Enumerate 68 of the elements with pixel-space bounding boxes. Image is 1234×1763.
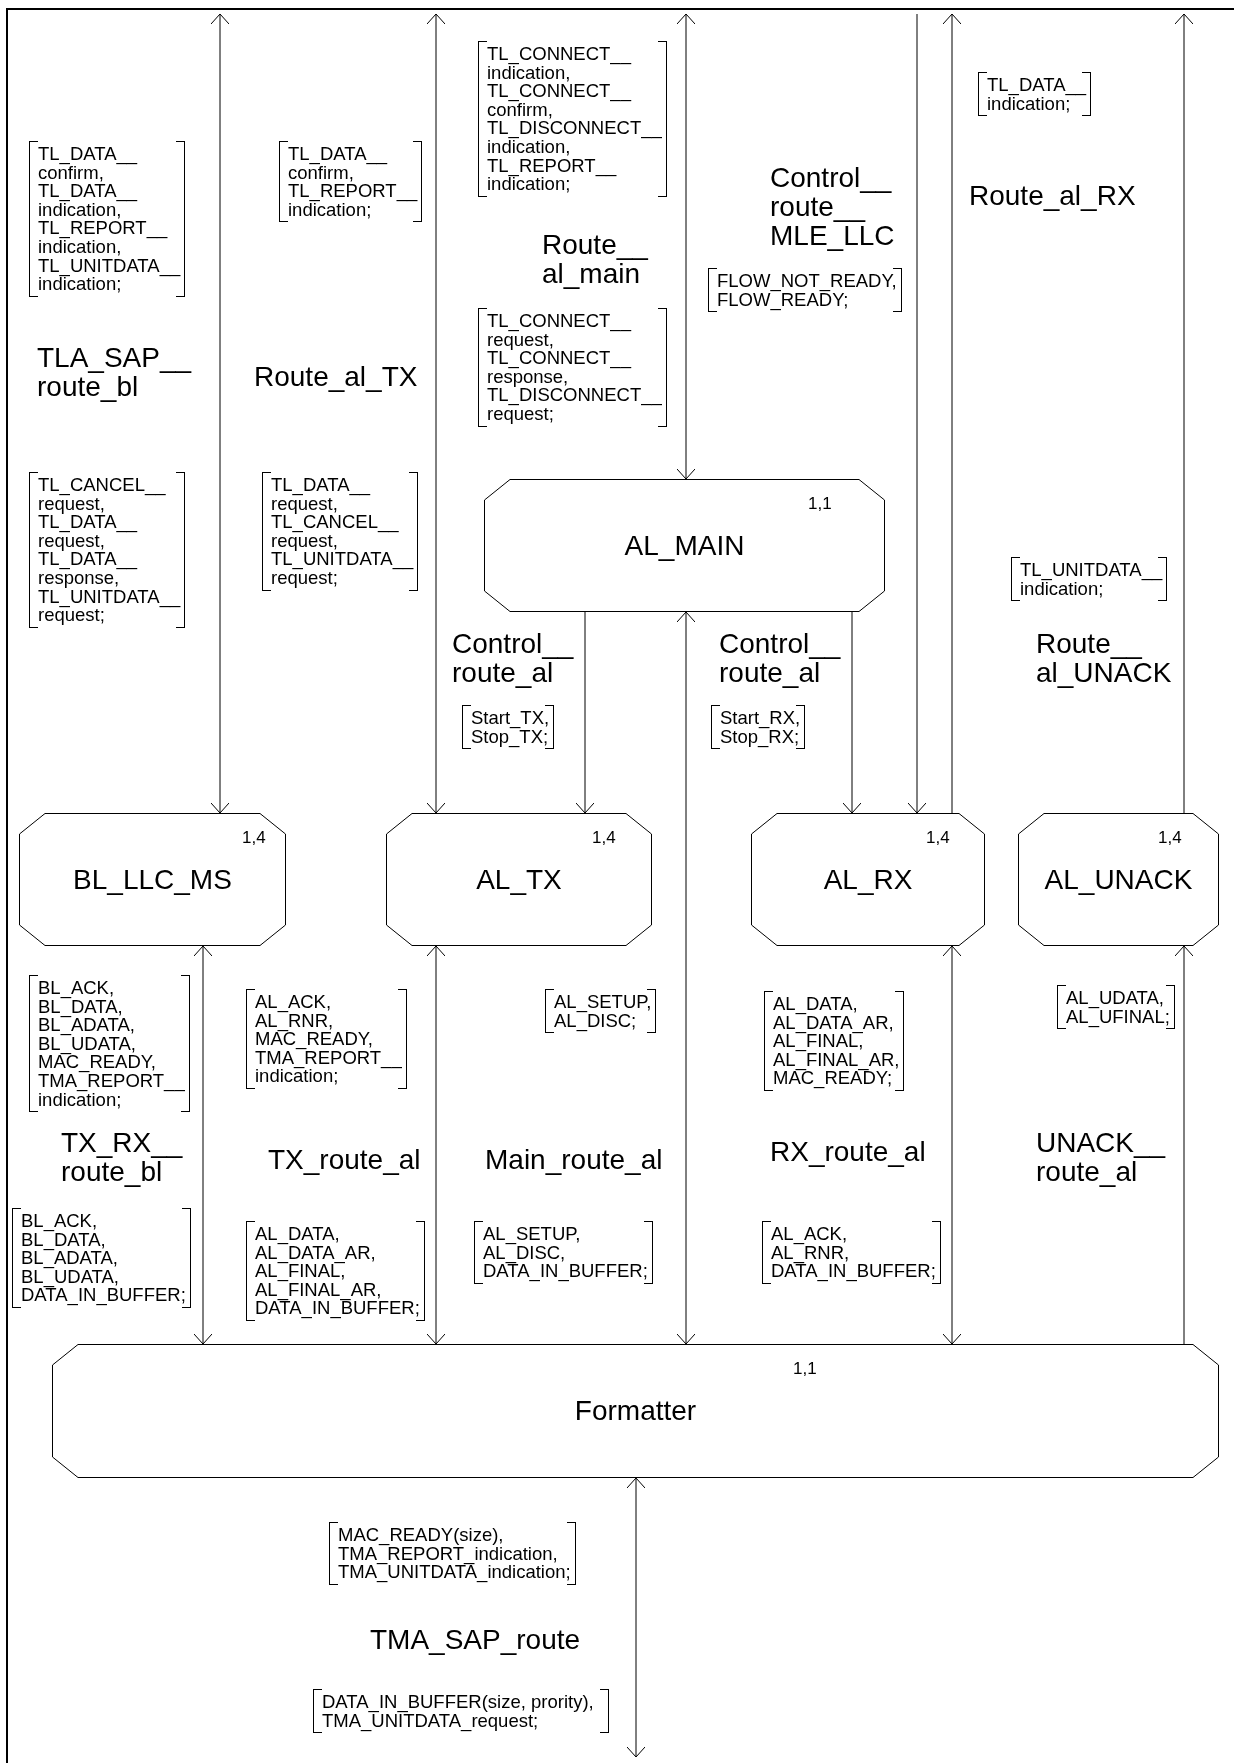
arrow — [676, 611, 696, 1345]
block-name: AL_MAIN — [624, 530, 745, 561]
signal-list: FLOW_NOT_READY, FLOW_READY; — [708, 268, 902, 313]
route-name: TX_RX__ route_bl — [61, 1128, 183, 1186]
block-name: AL_TX — [476, 864, 562, 895]
process-block — [52, 1344, 1219, 1478]
signal-list: TL_CONNECT__ request, TL_CONNECT__ response, TL_DISCONNECT__ request; — [478, 308, 667, 427]
route-name: Main_route_al — [485, 1145, 663, 1174]
instance-count: 1,4 — [592, 829, 616, 847]
instance-count: 1,1 — [808, 495, 832, 513]
signal-list: DATA_IN_BUFFER(size, prority), TMA_UNITDATA_request; — [313, 1689, 609, 1734]
route-name: Route__ al_main — [542, 230, 648, 288]
arrow — [193, 945, 213, 1345]
block-name: Formatter — [574, 1396, 697, 1426]
arrow — [426, 945, 446, 1345]
process-block — [484, 479, 885, 612]
signal-list: BL_ACK, BL_DATA, BL_ADATA, BL_UDATA, DATA_IN_BUFFER; — [12, 1208, 191, 1308]
signal-list: AL_UDATA, AL_UFINAL; — [1057, 985, 1175, 1030]
route-name: UNACK__ route_al — [1036, 1128, 1166, 1186]
arrow — [942, 13, 962, 814]
arrow — [942, 945, 962, 1345]
instance-count: 1,4 — [926, 829, 950, 847]
route-name: TMA_SAP_route — [370, 1625, 581, 1654]
process-block — [19, 813, 286, 946]
signal-list: AL_DATA, AL_DATA_AR, AL_FINAL, AL_FINAL_AR, MAC_READY; — [764, 991, 905, 1091]
block-name: AL_UNACK — [1044, 864, 1193, 895]
arrow — [575, 611, 595, 814]
route-name: TLA_SAP__ route_bl — [37, 343, 192, 401]
signal-list: TL_DATA__ confirm, TL_REPORT__ indication; — [279, 141, 423, 223]
block-name: BL_LLC_MS — [73, 864, 232, 895]
signal-list: AL_SETUP, AL_DISC, DATA_IN_BUFFER; — [474, 1221, 653, 1284]
signal-list: BL_ACK, BL_DATA, BL_ADATA, BL_UDATA, MAC_READY, TMA_REPORT__ indication; — [29, 975, 190, 1113]
signal-list: Start_TX, Stop_TX; — [462, 705, 555, 750]
instance-count: 1,4 — [1158, 829, 1182, 847]
instance-count: 1,1 — [793, 1360, 817, 1378]
route-name: RX_route_al — [770, 1137, 926, 1166]
arrow — [1174, 945, 1194, 1345]
signal-list: TL_DATA__ confirm, TL_DATA__ indication, TL_REPORT__ indication, TL_UNITDATA__ indication; — [29, 141, 186, 297]
process-block — [751, 813, 985, 946]
instance-count: 1,4 — [242, 829, 266, 847]
signal-list: MAC_READY(size), TMA_REPORT_indication, TMA_UNITDATA_indication; — [329, 1522, 576, 1585]
signal-list: TL_DATA__ request, TL_CANCEL__ request, TL_UNITDATA__ request; — [262, 472, 419, 591]
signal-list: TL_UNITDATA__ indication; — [1011, 557, 1168, 602]
route-name: Control__ route_al — [452, 629, 574, 687]
route-name: TX_route_al — [268, 1145, 421, 1174]
arrow — [210, 13, 230, 814]
arrow — [1174, 13, 1194, 814]
process-block — [1018, 813, 1219, 946]
process-block — [386, 813, 652, 946]
signal-list: AL_ACK, AL_RNR, MAC_READY, TMA_REPORT__ indication; — [246, 989, 407, 1089]
signal-list: AL_DATA, AL_DATA_AR, AL_FINAL, AL_FINAL_AR, DATA_IN_BUFFER; — [246, 1221, 425, 1321]
arrow — [426, 13, 446, 814]
signal-list: TL_CONNECT__ indication, TL_CONNECT__ confirm, TL_DISCONNECT__ indication, TL_REPORT__ indication; — [478, 41, 667, 197]
route-name: Control__ route__ MLE_LLC — [770, 163, 895, 250]
signal-list: AL_ACK, AL_RNR, DATA_IN_BUFFER; — [762, 1221, 941, 1284]
route-name: Route_al_TX — [254, 362, 418, 391]
route-name: Route__ al_UNACK — [1036, 629, 1172, 687]
block-name: AL_RX — [823, 864, 913, 895]
signal-list: AL_SETUP, AL_DISC; — [545, 989, 657, 1034]
signal-list: TL_CANCEL__ request, TL_DATA__ request, TL_DATA__ response, TL_UNITDATA__ request; — [29, 472, 186, 628]
route-name: Control__ route_al — [719, 629, 841, 687]
arrow — [907, 13, 927, 814]
signal-list: TL_DATA__ indication; — [978, 72, 1092, 117]
arrow — [676, 13, 696, 480]
arrow — [626, 1477, 646, 1758]
route-name: Route_al_RX — [969, 181, 1136, 210]
arrow — [842, 611, 862, 814]
signal-list: Start_RX, Stop_RX; — [711, 705, 806, 750]
